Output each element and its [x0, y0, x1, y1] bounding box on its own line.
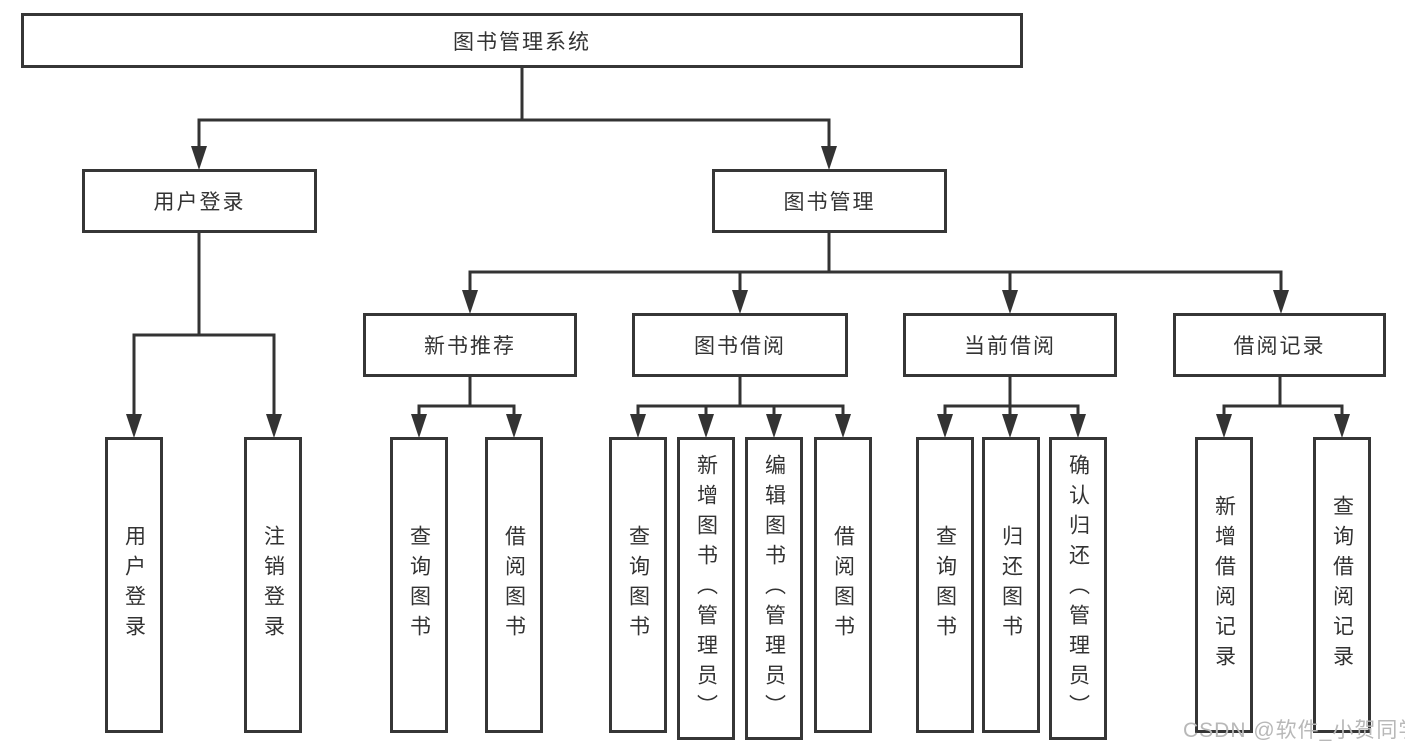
node-label: 确认归还（管理员） — [1066, 453, 1090, 724]
csdn-watermark: CSDN @软件_小贺同学 — [1183, 719, 1405, 742]
node-label: 查询图书 — [626, 525, 650, 645]
node-label: 图书管理系统 — [453, 30, 591, 54]
node-label: 借阅记录 — [1233, 335, 1326, 358]
node-label: 注销登录 — [261, 525, 285, 645]
leaf-query-books-borrow: 查询图书 — [609, 437, 667, 733]
node-label: 用户登录 — [153, 191, 246, 214]
node-label: 编辑图书（管理员） — [762, 453, 786, 724]
node-label: 查询图书 — [407, 525, 431, 645]
node-label: 图书管理 — [783, 191, 876, 214]
leaf-add-borrow-record: 新增借阅记录 — [1195, 437, 1253, 733]
node-label: 新书推荐 — [424, 335, 516, 358]
node-label: 新增图书（管理员） — [694, 453, 718, 724]
leaf-query-books-recommend: 查询图书 — [390, 437, 448, 733]
node-label: 查询图书 — [933, 525, 957, 645]
node-label: 归还图书 — [999, 525, 1023, 645]
leaf-logout: 注销登录 — [244, 437, 302, 733]
leaf-confirm-return-admin: 确认归还（管理员） — [1049, 437, 1107, 740]
leaf-query-borrow-record: 查询借阅记录 — [1313, 437, 1371, 733]
node-label: 图书借阅 — [694, 335, 786, 358]
node-book-borrow: 图书借阅 — [632, 313, 848, 377]
node-label: 当前借阅 — [964, 335, 1056, 358]
leaf-user-login: 用户登录 — [105, 437, 163, 733]
node-borrow-records: 借阅记录 — [1173, 313, 1386, 377]
node-new-book-recommend: 新书推荐 — [363, 313, 577, 377]
node-user-login: 用户登录 — [82, 169, 317, 233]
node-book-management: 图书管理 — [712, 169, 947, 233]
node-current-borrow: 当前借阅 — [903, 313, 1117, 377]
leaf-borrow-books: 借阅图书 — [814, 437, 872, 733]
leaf-borrow-books-recommend: 借阅图书 — [485, 437, 543, 733]
arrowheads — [126, 146, 1350, 438]
node-label: 借阅图书 — [502, 525, 526, 645]
leaf-add-book-admin: 新增图书（管理员） — [677, 437, 735, 740]
leaf-return-books: 归还图书 — [982, 437, 1040, 733]
node-label: 查询借阅记录 — [1330, 495, 1354, 675]
node-label: 借阅图书 — [831, 525, 855, 645]
node-library-system-root: 图书管理系统 — [21, 13, 1023, 68]
node-label: 用户登录 — [122, 525, 146, 645]
node-label: 新增借阅记录 — [1212, 495, 1236, 675]
leaf-query-books-current: 查询图书 — [916, 437, 974, 733]
leaf-edit-book-admin: 编辑图书（管理员） — [745, 437, 803, 740]
